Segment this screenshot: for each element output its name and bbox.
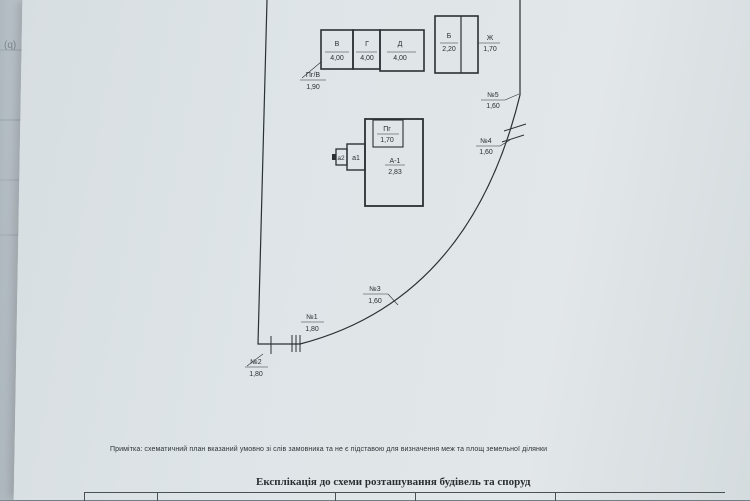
structure-b: Б 2,20 xyxy=(434,15,479,74)
structure-g: Г 4,00 xyxy=(352,29,381,70)
structure-g-height: 4,00 xyxy=(360,55,374,62)
structure-pg-v-height: 1,90 xyxy=(306,84,320,91)
extension-a1: а1 xyxy=(346,143,366,171)
fence-n4-label: №4 1,60 xyxy=(476,123,527,156)
structure-pg-v-letter: Пг/В xyxy=(306,72,321,79)
table-column-divider xyxy=(555,493,556,501)
structure-pg-v-label: Пг/В 1,90 xyxy=(300,61,326,91)
structure-g-letter: Г xyxy=(365,41,369,48)
fence-n5-number: №5 xyxy=(487,92,499,99)
table-column-divider xyxy=(335,493,336,501)
structure-d-height: 4,00 xyxy=(393,55,407,62)
structure-v-letter: В xyxy=(335,41,340,48)
table-column-divider xyxy=(415,493,416,501)
fence-n1-height: 1,80 xyxy=(305,326,319,333)
plot-boundary xyxy=(257,0,521,345)
fence-n2-label: №2 1,80 xyxy=(245,336,272,378)
structure-zh-height: 1,70 xyxy=(483,46,497,53)
fence-n1-label: №1 1,80 xyxy=(291,314,324,352)
structure-pg-letter: Пг xyxy=(383,126,391,133)
fence-n2-number: №2 xyxy=(250,359,262,366)
structure-v: В 4,00 xyxy=(320,29,354,70)
structure-d-letter: Д xyxy=(398,41,403,48)
structure-d: Д 4,00 xyxy=(379,29,425,72)
fence-n5-height: 1,60 xyxy=(486,103,500,110)
adjacent-page-fragment: (q) xyxy=(4,40,17,51)
structure-zh-letter: Ж xyxy=(487,35,494,42)
fence-n4-height: 1,60 xyxy=(479,149,493,156)
extension-a1-letter: а1 xyxy=(352,155,360,162)
table-column-divider xyxy=(157,493,158,501)
fence-n3-label: №3 1,60 xyxy=(363,286,399,306)
fence-n4-number: №4 xyxy=(480,138,492,145)
fence-n3-height: 1,60 xyxy=(368,298,382,305)
fence-n1-number: №1 xyxy=(306,314,318,321)
extension-a2-letter: а2 xyxy=(337,155,345,162)
structure-v-height: 4,00 xyxy=(330,55,344,62)
structure-pg-height: 1,70 xyxy=(380,137,394,144)
fence-n3-number: №3 xyxy=(369,286,381,293)
structure-b-letter: Б xyxy=(447,33,452,40)
house-a1-height: 2,83 xyxy=(388,169,402,176)
structure-b-height: 2,20 xyxy=(442,46,456,53)
house-a1: Пг 1,70 А-1 2,83 xyxy=(364,118,424,207)
fence-n2-height: 1,80 xyxy=(249,371,263,378)
house-a1-letter: А-1 xyxy=(390,158,401,165)
explication-table-top xyxy=(84,492,725,501)
structure-zh-label: Ж 1,70 xyxy=(478,35,500,53)
extension-a2: а2 xyxy=(332,148,348,166)
plan-footnote: Примітка: схематичний план вказаний умов… xyxy=(110,446,548,453)
explication-heading: Експлікація до схеми розташування будіве… xyxy=(256,476,531,488)
fence-n5-label: №5 1,60 xyxy=(481,92,520,110)
